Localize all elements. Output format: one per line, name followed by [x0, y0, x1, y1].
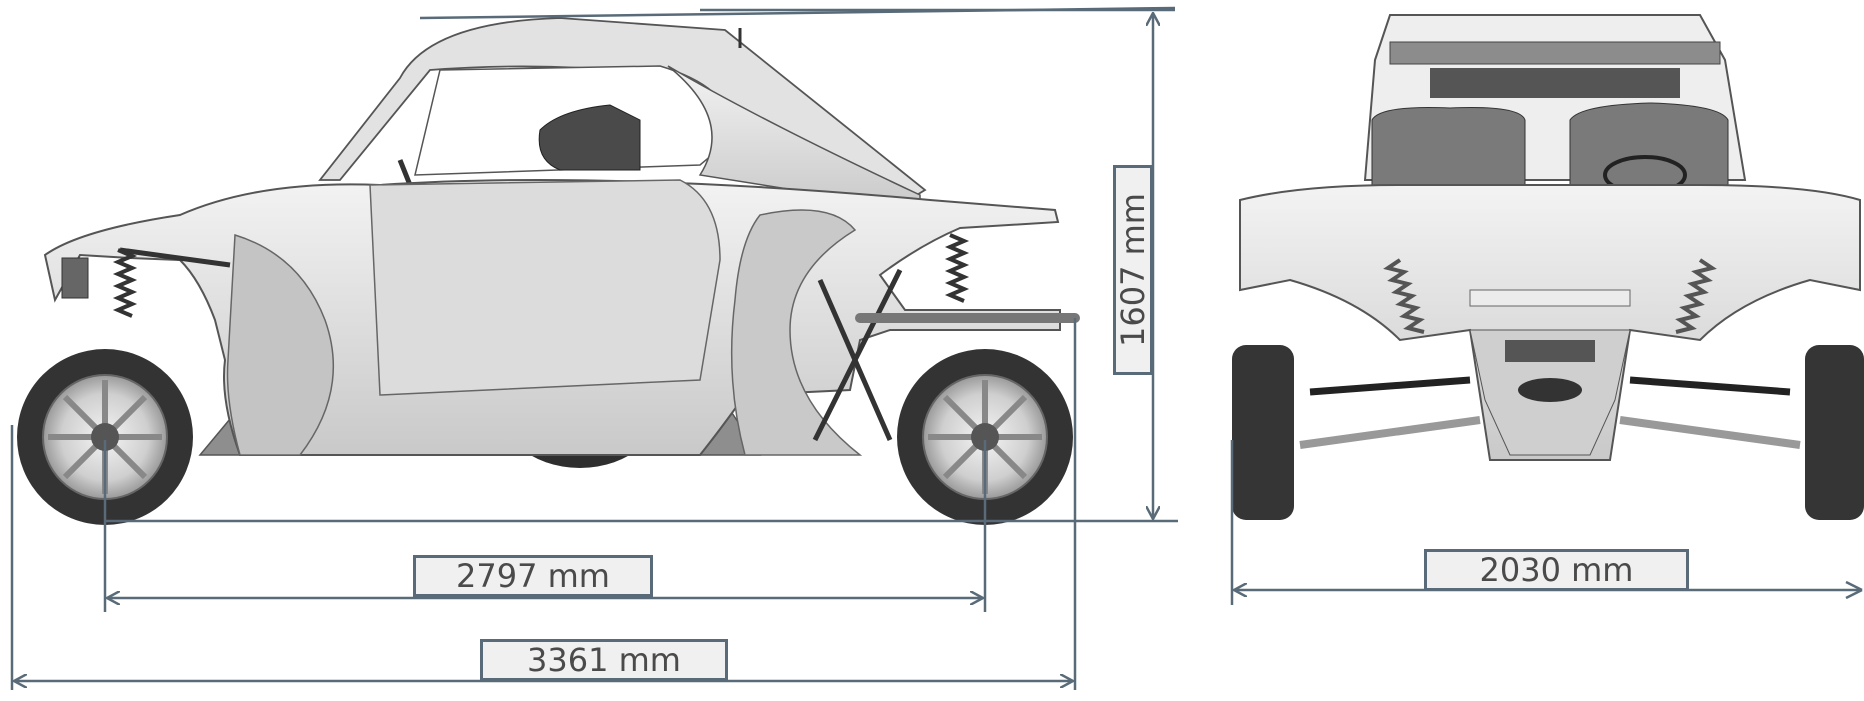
- height-dimension-text: 1607 mm: [1114, 193, 1152, 347]
- front-view: [1232, 14, 1864, 520]
- front-hood: [1239, 184, 1861, 461]
- front-view-left-tire: [1232, 345, 1294, 520]
- seat: [538, 104, 641, 171]
- front-seat-left: [1371, 107, 1526, 186]
- side-door: [369, 179, 721, 396]
- height-dimension-label: 1607 mm: [1113, 165, 1153, 375]
- front-view-right-tire: [1805, 345, 1864, 520]
- front-seat-right: [1569, 102, 1729, 186]
- side-view: [17, 6, 1176, 525]
- dimension-lines: [10, 8, 1863, 690]
- rear-wheel: [897, 349, 1073, 525]
- overall-length-dimension-label: 3361 mm: [480, 639, 728, 681]
- front-spring: [112, 233, 970, 318]
- track-width-dimension-label: 2030 mm: [1424, 549, 1689, 591]
- wheelbase-dimension-label: 2797 mm: [413, 555, 653, 597]
